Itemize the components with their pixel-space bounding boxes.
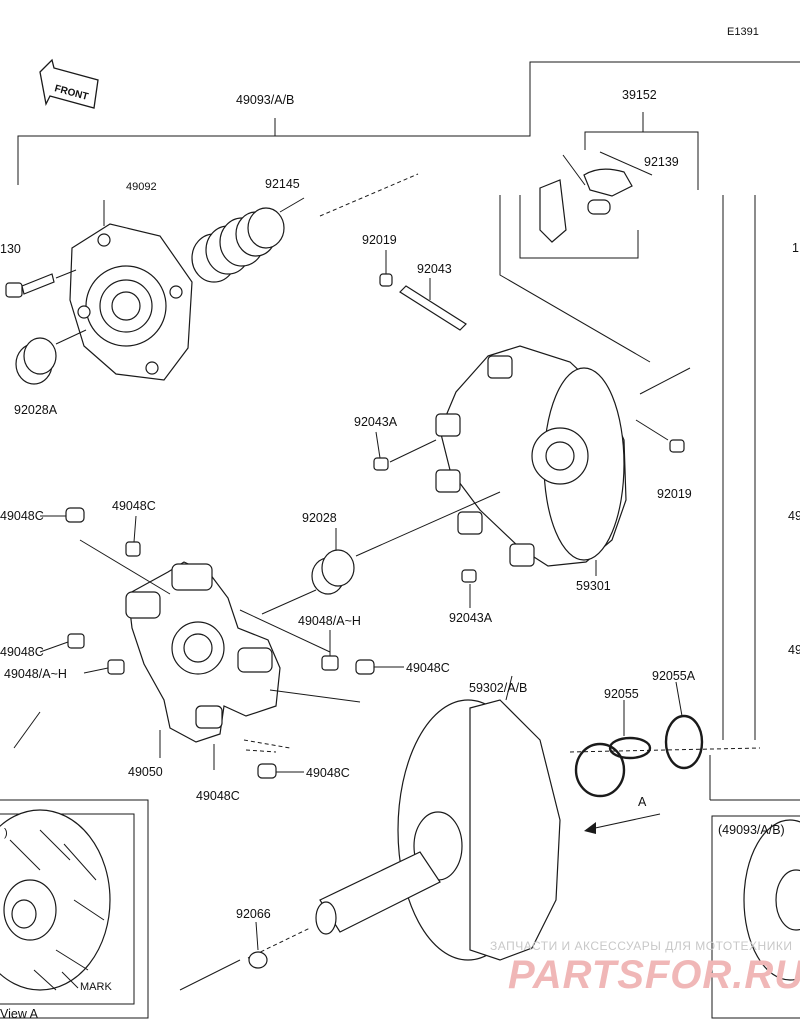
pin-92043-part bbox=[379, 250, 467, 331]
snap-ring-92055a-part bbox=[664, 681, 704, 770]
label-49050: 49050 bbox=[128, 765, 163, 779]
label-49048c-d: 49048C bbox=[406, 661, 450, 675]
label-edge-49-b: 49 bbox=[788, 643, 800, 657]
label-92019-top: 92019 bbox=[362, 233, 397, 247]
label-49092: 49092 bbox=[126, 181, 157, 193]
label-92055: 92055 bbox=[604, 687, 639, 701]
label-92043a-low: 92043A bbox=[449, 611, 493, 625]
label-edge-49-a: 49 bbox=[788, 509, 800, 523]
front-arrow-icon: FRONT bbox=[39, 58, 99, 109]
bushing-92028-part bbox=[261, 491, 501, 615]
view-arrow-icon bbox=[584, 813, 661, 834]
label-130: 130 bbox=[0, 242, 21, 256]
weight-49048ah-b-part bbox=[107, 659, 125, 675]
spring-part bbox=[191, 173, 419, 283]
weight-49048c-c-part bbox=[67, 633, 85, 649]
label-49048c-b: 49048C bbox=[112, 499, 156, 513]
label-92066: 92066 bbox=[236, 907, 271, 921]
weight-49048c-d-part bbox=[355, 659, 375, 675]
pin-92043a-upper-part bbox=[373, 457, 389, 471]
label-49048c-c: 49048C bbox=[0, 645, 44, 659]
leader-92066 bbox=[255, 921, 259, 951]
bolt-part bbox=[5, 269, 77, 298]
label-92028: 92028 bbox=[302, 511, 337, 525]
label-92043: 92043 bbox=[417, 262, 452, 276]
label-92043a-mid: 92043A bbox=[354, 415, 398, 429]
label-92028a: 92028A bbox=[14, 403, 58, 417]
label-92019-right: 92019 bbox=[657, 487, 692, 501]
inset-left-paren: ) bbox=[4, 827, 8, 839]
spider-clip-part bbox=[539, 151, 653, 243]
diagram-code: E1391 bbox=[727, 26, 759, 38]
pin-92066-part bbox=[248, 951, 268, 969]
assembly-bracket-lines bbox=[17, 61, 800, 801]
weight-49048c-b-part bbox=[125, 541, 141, 557]
movable-sheave-part bbox=[435, 345, 691, 576]
label-59302: 59302/A/B bbox=[469, 681, 527, 695]
weight-49048c-f-part bbox=[257, 763, 277, 779]
label-49093: 49093/A/B bbox=[236, 93, 294, 107]
label-arrow-a: A bbox=[638, 795, 647, 809]
weight-49048c-a-part bbox=[65, 507, 85, 523]
label-92055a: 92055A bbox=[652, 669, 696, 683]
fixed-sheave-part bbox=[179, 675, 561, 991]
leader-92043a-pin bbox=[389, 439, 437, 463]
cover-plate-part bbox=[69, 200, 193, 381]
nut-92019-right-part bbox=[669, 439, 685, 453]
label-92145: 92145 bbox=[265, 177, 300, 191]
axis-dash-line bbox=[569, 747, 761, 753]
label-view-a: View A bbox=[0, 1007, 39, 1021]
leader-92043a-mid bbox=[375, 431, 381, 459]
label-59301: 59301 bbox=[576, 579, 611, 593]
label-49048c-a: 49048C bbox=[0, 509, 44, 523]
view-a-inset bbox=[0, 799, 149, 1019]
watermark-logo: PARTSFOR.RU bbox=[508, 953, 800, 997]
label-edge-1: 1 bbox=[792, 241, 799, 255]
label-mark: MARK bbox=[80, 981, 112, 993]
label-39152: 39152 bbox=[622, 88, 657, 102]
bushing-92028a-part bbox=[15, 329, 87, 385]
weight-49048ah-a-part bbox=[321, 655, 339, 671]
label-inset-right: (49093/A/B) bbox=[718, 823, 785, 837]
label-49048ah-b: 49048/A~H bbox=[4, 667, 67, 681]
snap-ring-92055-part bbox=[574, 700, 652, 798]
label-49048c-f: 49048C bbox=[306, 766, 350, 780]
pin-92043a-lower-part bbox=[461, 569, 477, 583]
leader-49048c-b bbox=[133, 515, 137, 543]
watermark-tagline: ЗАПЧАСТИ И АКСЕССУАРЫ ДЛЯ МОТОТЕХНИКИ bbox=[490, 939, 792, 953]
hub-49050-part bbox=[13, 539, 361, 770]
leader-49048ah-b bbox=[83, 667, 109, 674]
leader-49048c-c bbox=[39, 641, 69, 653]
right-inset bbox=[711, 815, 800, 1019]
label-92139: 92139 bbox=[644, 155, 679, 169]
label-49048c-e: 49048C bbox=[196, 789, 240, 803]
label-49048ah-a: 49048/A~H bbox=[298, 614, 361, 628]
